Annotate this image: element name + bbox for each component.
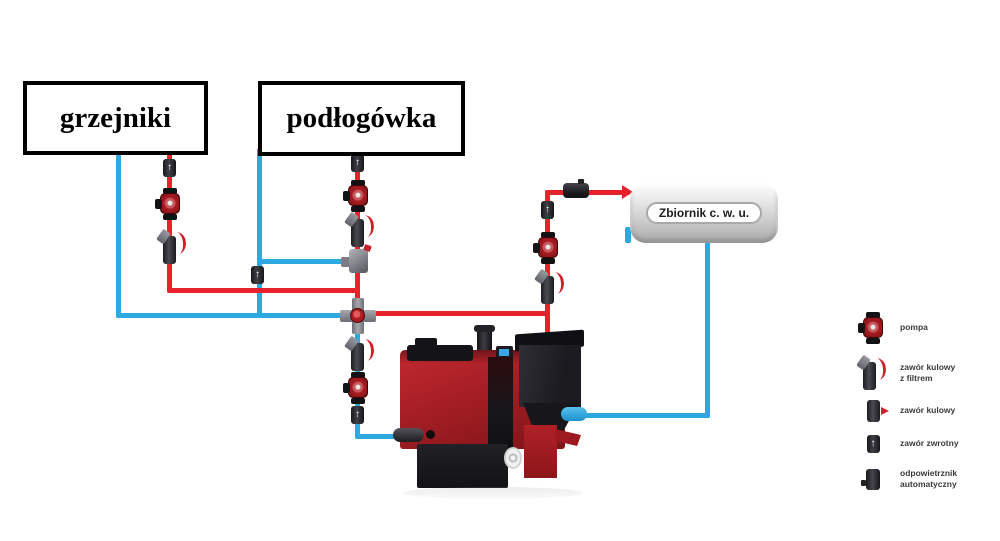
radiators-box: grzejniki bbox=[23, 81, 208, 155]
legend-item-air-vent: odpowietrznik automatyczny bbox=[856, 464, 996, 494]
boiler-top-recess bbox=[407, 345, 473, 361]
pump-knob bbox=[343, 191, 350, 201]
valve-body bbox=[163, 236, 176, 264]
legend-label: zawór zwrotny bbox=[900, 438, 959, 449]
boiler-chimney bbox=[474, 325, 495, 355]
valve-body bbox=[541, 276, 554, 304]
check-valve-symbol: ↑ bbox=[541, 201, 554, 219]
legend-label: zawór kulowy z filtrem bbox=[900, 361, 956, 383]
ball-valve-filter-icon bbox=[856, 356, 890, 390]
pump-symbol bbox=[155, 188, 183, 220]
valve-body bbox=[351, 343, 364, 371]
legend-item-ball-valve: zawór kulowy bbox=[856, 398, 996, 424]
boiler-return-nozzle bbox=[393, 428, 424, 442]
pump-knob bbox=[155, 199, 162, 209]
arrow-up-icon: ↑ bbox=[355, 409, 360, 420]
hot-water-tank: Zbiornik c. w. u. bbox=[630, 183, 778, 243]
air-vent-symbol bbox=[861, 468, 880, 490]
ball-valve-symbol bbox=[866, 400, 889, 422]
pump-body bbox=[160, 193, 180, 214]
flow-arrow-icon bbox=[622, 185, 633, 199]
air-vent-icon bbox=[856, 468, 890, 490]
boiler bbox=[393, 325, 603, 503]
radiators-label: grzejniki bbox=[59, 101, 172, 134]
valve-body bbox=[863, 362, 876, 390]
check-valve-symbol: ↑ bbox=[251, 266, 264, 284]
pipe-cold-boiler-return-in bbox=[355, 434, 410, 439]
boiler-control-panel bbox=[496, 346, 513, 360]
mixing-valve-3way-symbol bbox=[341, 249, 373, 273]
valve-knob bbox=[350, 308, 365, 323]
legend-item-check-valve: ↑ zawór zwrotny bbox=[856, 432, 996, 456]
pump-knob bbox=[533, 243, 540, 253]
boiler-door bbox=[488, 357, 513, 449]
mixing-valve-4way-symbol bbox=[340, 298, 376, 334]
pipe-cold-main-horizontal bbox=[116, 313, 348, 318]
legend-label: odpowietrznik automatyczny bbox=[900, 467, 958, 489]
legend-item-pump: pompa bbox=[856, 310, 996, 346]
air-vent-symbol bbox=[563, 179, 589, 198]
valve-handle bbox=[548, 271, 566, 295]
ball-valve-filter-symbol bbox=[858, 356, 888, 390]
pipe-cold-tank-to-boiler bbox=[580, 413, 710, 418]
arrow-up-icon: ↑ bbox=[167, 162, 172, 173]
fuel-hopper bbox=[519, 345, 581, 407]
pump-icon bbox=[856, 312, 890, 344]
legend-label: pompa bbox=[900, 322, 928, 333]
check-valve-symbol: ↑ bbox=[163, 159, 176, 177]
boiler-reflection bbox=[403, 487, 583, 499]
ball-valve-filter-symbol bbox=[536, 270, 566, 304]
legend-item-ball-valve-filter: zawór kulowy z filtrem bbox=[856, 355, 996, 391]
check-valve-symbol: ↑ bbox=[866, 435, 880, 453]
boiler-cold-inlet-nozzle bbox=[561, 407, 587, 421]
pump-symbol bbox=[858, 312, 886, 344]
pipe-hot-radiators-down bbox=[167, 148, 172, 293]
boiler-ash-box bbox=[417, 444, 508, 488]
ball-valve-filter-symbol bbox=[158, 230, 188, 264]
legend-label: zawór kulowy bbox=[900, 405, 956, 416]
valve-body bbox=[349, 249, 368, 273]
floor-heating-label: podłogówka bbox=[286, 102, 437, 134]
pump-knob bbox=[343, 383, 350, 393]
pump-symbol bbox=[343, 372, 371, 404]
boiler-knob bbox=[426, 430, 435, 439]
valve-handle bbox=[358, 338, 376, 362]
pipe-cold-floorheating-down bbox=[257, 148, 262, 318]
pipe-cold-tank-stub bbox=[625, 227, 631, 243]
pipe-cold-mixvalve-branch bbox=[257, 259, 345, 264]
burner-unit bbox=[524, 425, 557, 478]
arrow-up-icon: ↑ bbox=[870, 438, 876, 449]
valve-handle bbox=[358, 214, 376, 238]
valve-handle bbox=[870, 357, 888, 381]
arrow-up-icon: ↑ bbox=[255, 269, 260, 280]
feeder-spiral bbox=[504, 447, 522, 469]
valve-handle bbox=[170, 231, 188, 255]
floor-heating-box: podłogówka bbox=[258, 81, 465, 156]
pump-symbol bbox=[343, 180, 371, 212]
pump-knob bbox=[858, 323, 865, 333]
ball-valve-filter-symbol bbox=[346, 337, 376, 371]
ball-valve-filter-symbol bbox=[346, 213, 376, 247]
valve-body bbox=[351, 219, 364, 247]
check-valve-symbol: ↑ bbox=[351, 406, 364, 424]
pipe-cold-radiators-down bbox=[116, 148, 121, 318]
pipe-hot-boiler-supply-horizontal bbox=[360, 311, 550, 316]
arrow-up-icon: ↑ bbox=[545, 204, 550, 215]
pump-body bbox=[348, 185, 368, 206]
arrow-up-icon: ↑ bbox=[355, 157, 360, 168]
pump-body bbox=[538, 237, 558, 258]
check-valve-icon: ↑ bbox=[856, 435, 890, 453]
pump-body bbox=[348, 377, 368, 398]
check-valve-symbol: ↑ bbox=[351, 154, 364, 172]
pipe-hot-manifold-horizontal bbox=[167, 288, 360, 293]
boiler-top-vent bbox=[415, 338, 437, 349]
ball-valve-icon bbox=[856, 400, 890, 422]
tank-label: Zbiornik c. w. u. bbox=[645, 202, 763, 224]
pump-body bbox=[863, 317, 883, 338]
pipe-cold-tank-down bbox=[705, 242, 710, 418]
pump-symbol bbox=[533, 232, 561, 264]
